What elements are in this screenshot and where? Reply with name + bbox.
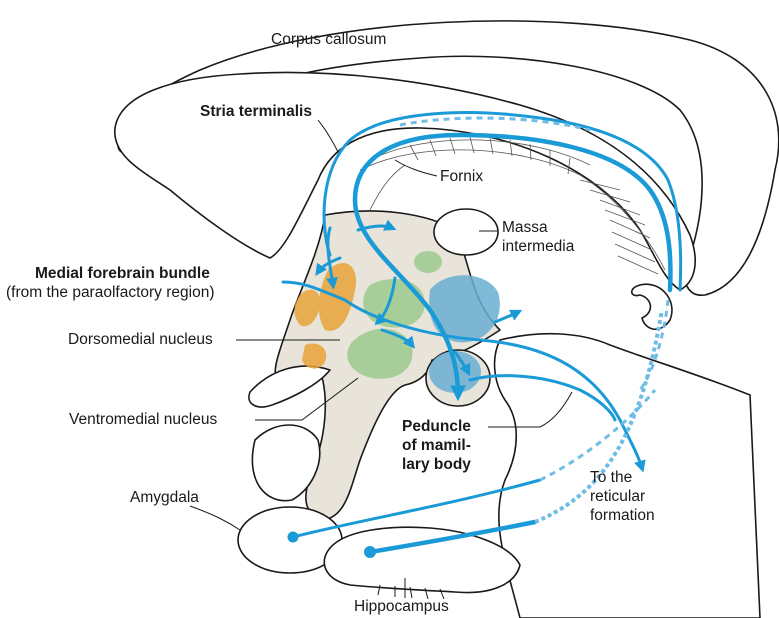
label-corpus-callosum: Corpus callosum [271,30,386,49]
massa-intermedia-shape [434,209,498,255]
label-peduncle-2: of mamil- [402,436,471,455]
label-reticular-1: To the [590,468,632,487]
label-dorsomedial: Dorsomedial nucleus [68,330,213,349]
label-mfb-1: Medial forebrain bundle [35,264,210,283]
label-reticular-2: reticular [590,487,645,506]
label-peduncle-3: lary body [402,455,471,474]
label-fornix: Fornix [440,167,483,186]
label-mfb-2: (from the paraolfactory region) [6,283,214,302]
hippocampus-dot [364,546,376,558]
label-massa-1: Massa [502,218,548,237]
amygdala-dot [288,532,299,543]
label-ventromedial: Ventromedial nucleus [69,410,217,429]
label-stria-terminalis: Stria terminalis [200,102,312,121]
hippocampus-shape [324,527,520,592]
label-hippocampus: Hippocampus [354,597,449,616]
label-reticular-3: formation [590,506,655,525]
optic-chiasm-shape [249,366,330,407]
label-peduncle-1: Peduncle [402,417,471,436]
label-amygdala: Amygdala [130,488,199,507]
label-massa-2: intermedia [502,237,574,256]
